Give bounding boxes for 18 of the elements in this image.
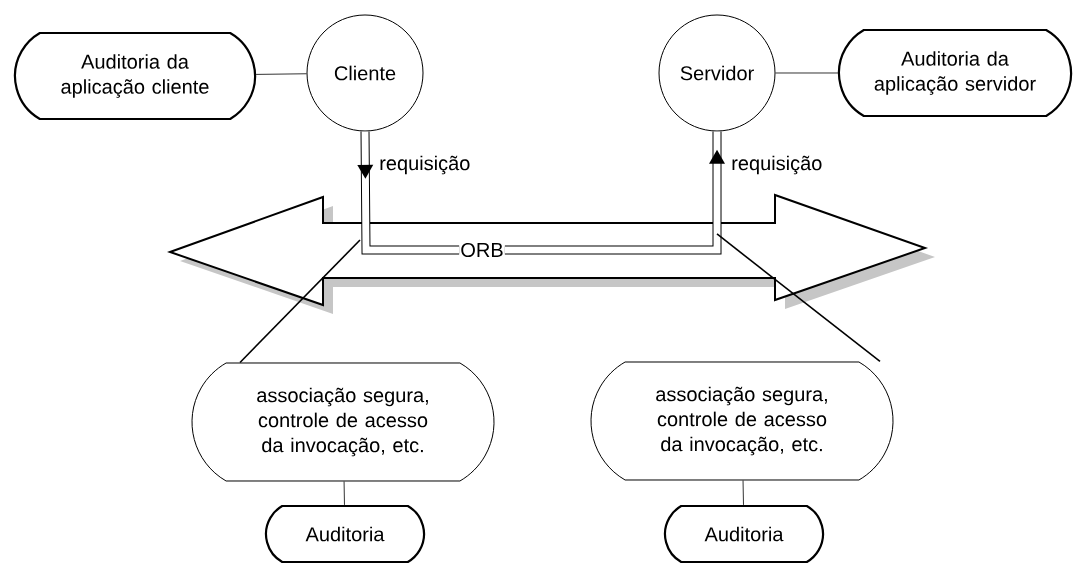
rounded-box: Auditoria xyxy=(264,504,426,564)
connector-line xyxy=(742,480,744,506)
rounded-box: Auditoria da aplicação servidor xyxy=(837,28,1073,118)
leader-line xyxy=(239,239,361,364)
rounded-box: associação segura, controle de acesso da invocação, etc. xyxy=(191,362,495,482)
rounded-box: Auditoria xyxy=(663,504,825,564)
circle-node: Servidor xyxy=(658,14,776,132)
connector-line xyxy=(775,72,839,74)
rounded-box: associação segura, controle de acesso da invocação, etc. xyxy=(590,361,894,481)
tube-arrow xyxy=(357,131,460,255)
tube-arrow xyxy=(504,131,725,255)
edge-label: requisição xyxy=(730,154,824,176)
connector-line xyxy=(343,481,345,506)
leader-line xyxy=(716,233,881,363)
rounded-box: Auditoria da aplicação cliente xyxy=(13,31,257,121)
connector-line xyxy=(255,73,307,75)
edge-label: requisição xyxy=(378,154,472,176)
circle-node: Cliente xyxy=(306,14,424,132)
